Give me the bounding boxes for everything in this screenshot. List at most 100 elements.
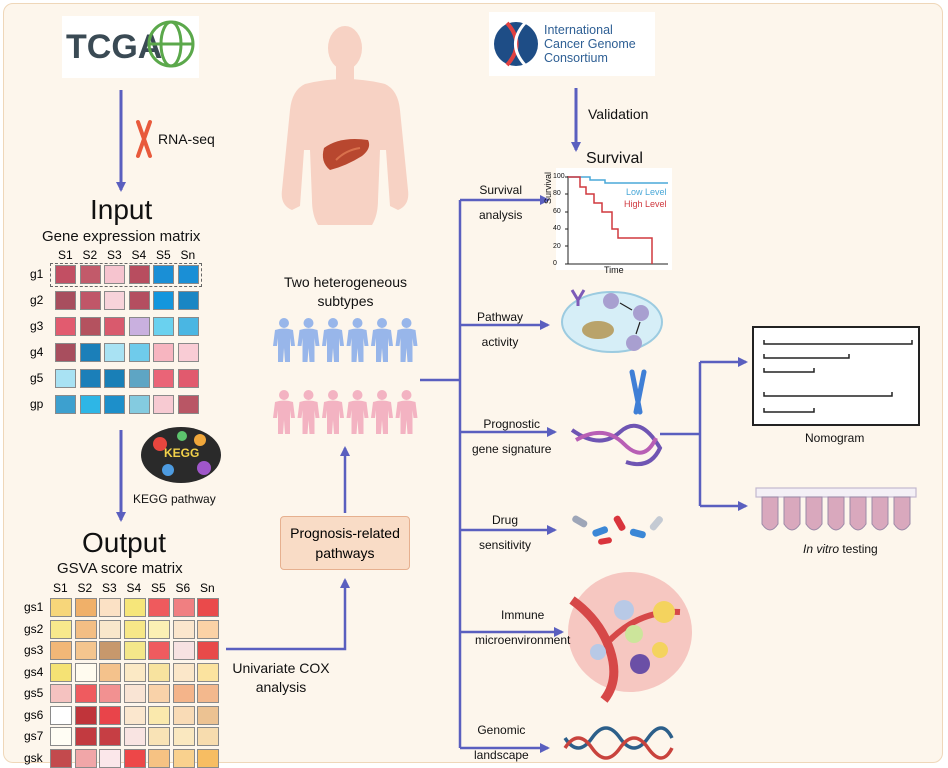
g1-highlight-box bbox=[50, 263, 202, 287]
survival-x-label: Time bbox=[604, 265, 624, 275]
gene-matrix-cell bbox=[128, 265, 150, 284]
cell-icon bbox=[561, 289, 663, 353]
gsva-matrix-cell bbox=[172, 727, 195, 746]
analysis-line-1: Survival bbox=[479, 183, 523, 197]
subtype-figure-blue bbox=[395, 318, 418, 362]
gsva-row-label: gs3 bbox=[24, 643, 44, 657]
survival-y-tick: 80 bbox=[553, 190, 561, 198]
gene-matrix-cell bbox=[177, 343, 199, 362]
tcga-wordmark: TCGA bbox=[66, 28, 163, 66]
rnaseq-chromosome-icon bbox=[136, 120, 152, 158]
gene-col-header: S1 bbox=[58, 248, 73, 262]
subtype-figure-blue bbox=[371, 318, 393, 362]
gsva-matrix-cell bbox=[50, 727, 72, 746]
gsva-matrix-cell bbox=[50, 705, 72, 725]
kegg-badge-text: KEGG bbox=[164, 446, 200, 460]
gsva-matrix-cell bbox=[148, 727, 170, 746]
gsva-matrix-cell bbox=[197, 598, 219, 617]
gene-col-header: Sn bbox=[180, 248, 196, 262]
survival-plot-title: Survival bbox=[586, 150, 643, 167]
gene-col-header: S5 bbox=[156, 248, 171, 262]
analysis-line-2: gene signature bbox=[472, 442, 552, 456]
gene-matrix-cell bbox=[104, 317, 125, 336]
gsva-matrix-cell bbox=[123, 727, 146, 746]
gene-matrix-cell bbox=[55, 369, 76, 388]
subtype-figure-blue bbox=[346, 318, 369, 362]
gene-matrix-cell bbox=[79, 395, 101, 414]
gsva-matrix-cell bbox=[74, 748, 97, 768]
gsva-matrix-cell bbox=[123, 598, 146, 617]
gene-row-label: g1 bbox=[30, 267, 44, 281]
survival-y-label: Survival bbox=[543, 171, 553, 204]
analysis-line-2: microenvironment bbox=[475, 633, 571, 647]
analysis-line-1: Genomic bbox=[477, 723, 526, 737]
univariate-line-2: analysis bbox=[255, 679, 307, 695]
gsva-matrix-cell bbox=[148, 641, 170, 660]
high-level-curve bbox=[568, 176, 653, 264]
gene-matrix-cell bbox=[104, 291, 125, 310]
gene-row-label: g2 bbox=[30, 293, 44, 307]
gene-matrix-cell bbox=[177, 369, 199, 388]
gene-matrix-cell bbox=[79, 317, 101, 336]
gsva-matrix-title: GSVA score matrix bbox=[57, 560, 183, 577]
gene-matrix-cell bbox=[104, 265, 125, 284]
univariate-line-1: Univariate COX bbox=[232, 660, 330, 676]
gsva-matrix-cell bbox=[148, 748, 170, 768]
gsva-col-header: S2 bbox=[77, 581, 93, 595]
two-subtypes-line-2: subtypes bbox=[317, 293, 374, 309]
analysis-line-1: Immune bbox=[501, 608, 545, 622]
gene-col-header: S3 bbox=[107, 248, 122, 262]
subtype-figure-blue bbox=[297, 318, 320, 362]
low-level-curve bbox=[568, 176, 668, 184]
gsva-col-header: S6 bbox=[175, 581, 191, 595]
gsva-row-label: gs4 bbox=[24, 664, 44, 679]
kegg-pathway-label: KEGG pathway bbox=[133, 492, 216, 506]
subtype-figure-pink bbox=[322, 390, 344, 434]
invitro-rest: testing bbox=[839, 542, 878, 556]
gsva-matrix-cell bbox=[197, 619, 219, 639]
gsva-matrix-cell bbox=[172, 684, 195, 703]
survival-legend-high: High Level bbox=[624, 199, 667, 209]
gsva-matrix-cell bbox=[99, 705, 121, 725]
gsva-matrix-cell bbox=[148, 662, 170, 682]
gsva-matrix-cell bbox=[172, 641, 195, 660]
gsva-matrix-cell bbox=[197, 727, 219, 746]
gsva-matrix-cell bbox=[74, 705, 97, 725]
gene-matrix-cell bbox=[153, 343, 174, 362]
gsva-matrix-cell bbox=[148, 705, 170, 725]
nomogram-box bbox=[752, 326, 920, 426]
input-title: Input bbox=[90, 194, 153, 225]
nomogram-label: Nomogram bbox=[805, 431, 865, 445]
survival-y-tick: 20 bbox=[553, 242, 561, 250]
gsva-matrix-cell bbox=[74, 727, 97, 746]
gsva-row-label: gs1 bbox=[24, 600, 44, 614]
gsva-matrix-cell bbox=[197, 684, 219, 703]
gsva-matrix-cell bbox=[74, 662, 97, 682]
immune-microenvironment-label: Immune microenvironment bbox=[475, 603, 570, 653]
gsva-matrix-cell bbox=[197, 641, 219, 660]
gene-col-header: S2 bbox=[82, 248, 98, 262]
gene-matrix-cell bbox=[104, 343, 125, 362]
gsva-matrix-cell bbox=[99, 684, 121, 703]
gene-row-label: gp bbox=[30, 397, 44, 411]
tumor-microenvironment-icon bbox=[568, 572, 692, 703]
gsva-matrix-cell bbox=[50, 748, 72, 768]
rnaseq-label: RNA-seq bbox=[158, 131, 215, 147]
icgc-wordmark: International Cancer Genome Consortium bbox=[544, 23, 636, 65]
gene-matrix-cell bbox=[177, 265, 199, 284]
gsva-col-header: Sn bbox=[200, 581, 215, 595]
gsva-matrix-cell bbox=[50, 619, 72, 639]
gene-matrix-cell bbox=[79, 265, 101, 284]
survival-y-tick: 60 bbox=[553, 207, 561, 215]
nomogram-lines bbox=[763, 340, 913, 413]
gene-matrix-cell bbox=[104, 395, 125, 414]
gene-matrix-cell bbox=[104, 369, 125, 388]
subtype-figure-pink bbox=[371, 390, 393, 434]
gsva-matrix-cell bbox=[197, 705, 219, 725]
gene-matrix-cell bbox=[55, 291, 76, 310]
